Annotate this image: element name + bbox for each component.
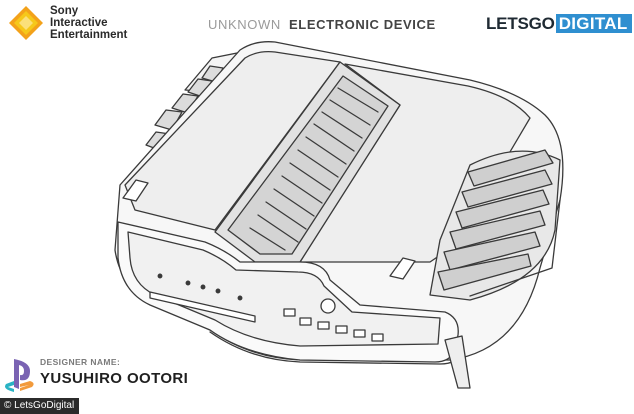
vent-inner bbox=[227, 75, 389, 255]
vent-slat bbox=[289, 162, 331, 191]
front-indicator bbox=[215, 288, 221, 294]
right-foot bbox=[444, 335, 471, 389]
front-port bbox=[299, 317, 312, 326]
front-indicator bbox=[237, 295, 243, 301]
publisher-line: Interactive bbox=[50, 17, 108, 29]
disc-slot bbox=[149, 291, 256, 323]
page-title: UNKNOWN ELECTRONIC DEVICE bbox=[208, 17, 436, 32]
front-port bbox=[353, 329, 366, 338]
front-port bbox=[317, 321, 330, 330]
title-word-device: ELECTRONIC DEVICE bbox=[289, 17, 436, 32]
vent-slat bbox=[329, 99, 371, 126]
vent-slat bbox=[313, 123, 355, 152]
brand-part-digital: DIGITAL bbox=[555, 14, 632, 33]
publisher-name: Sony Interactive Entertainment bbox=[50, 5, 127, 41]
right-stand bbox=[469, 199, 561, 297]
front-port bbox=[371, 333, 384, 342]
front-recess bbox=[127, 231, 441, 347]
photo-credit: © LetsGoDigital bbox=[0, 398, 80, 414]
rear-left-fin bbox=[154, 109, 183, 131]
right-fin bbox=[467, 149, 554, 187]
vent-slat bbox=[321, 111, 363, 139]
publisher-line: Entertainment bbox=[50, 29, 128, 41]
front-indicator bbox=[200, 284, 206, 290]
right-fin bbox=[461, 169, 553, 208]
title-word-unknown: UNKNOWN bbox=[208, 17, 281, 32]
right-fin bbox=[449, 210, 546, 250]
publisher-line: Sony bbox=[50, 5, 79, 17]
sony-diamond-icon bbox=[9, 6, 43, 40]
vent-slat bbox=[337, 87, 379, 113]
vent-slat bbox=[297, 149, 339, 178]
vent-slat bbox=[273, 188, 315, 217]
vent-slat bbox=[265, 201, 307, 230]
front-power-button bbox=[320, 298, 336, 314]
designer-name: YUSUHIRO OOTORI bbox=[40, 370, 189, 387]
right-fin bbox=[437, 253, 532, 291]
right-fin bbox=[443, 231, 541, 271]
vent-slat bbox=[249, 227, 286, 251]
top-port-left bbox=[122, 179, 149, 202]
front-port bbox=[335, 325, 348, 334]
vent-slat bbox=[257, 214, 299, 243]
front-indicator bbox=[185, 280, 191, 286]
brand-part-letsgo: LETSGO bbox=[486, 14, 555, 33]
vent-slat bbox=[281, 175, 323, 204]
vent-slat bbox=[305, 136, 347, 165]
designer-label: DESIGNER NAME: bbox=[40, 357, 121, 367]
front-indicator bbox=[157, 273, 163, 279]
front-port bbox=[283, 308, 296, 317]
playstation-icon bbox=[5, 359, 34, 392]
right-fin bbox=[455, 189, 550, 229]
top-port-right bbox=[389, 257, 416, 280]
